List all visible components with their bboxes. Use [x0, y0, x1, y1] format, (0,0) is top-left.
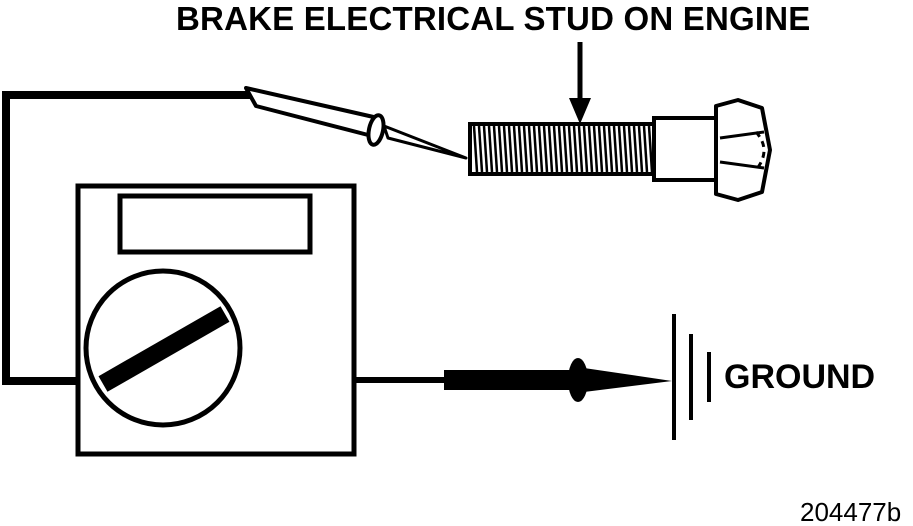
stud-thread [632, 125, 639, 173]
stud-thread [577, 125, 584, 173]
stud-thread [502, 125, 509, 173]
stud-thread [547, 125, 554, 173]
stud-thread [507, 125, 514, 173]
stud-thread [532, 125, 539, 173]
meter-display [117, 193, 313, 255]
figure-number: 204477b [800, 497, 902, 526]
stud-thread [522, 125, 529, 173]
stud-thread [492, 125, 499, 173]
stud-thread [622, 125, 629, 173]
stud-thread [587, 125, 594, 173]
stud-thread [517, 125, 524, 173]
stud-thread [472, 125, 479, 173]
ground-lead [354, 358, 672, 402]
stud-thread [627, 125, 634, 173]
stud-thread [637, 125, 644, 173]
stud-thread [582, 125, 589, 173]
stud-label: BRAKE ELECTRICAL STUD ON ENGINE [176, 0, 811, 37]
stud-thread [612, 125, 619, 173]
stud-thread [607, 125, 614, 173]
multimeter [75, 183, 357, 457]
stud-thread [642, 125, 649, 173]
ground-label: GROUND [724, 358, 876, 396]
stud-thread [487, 125, 494, 173]
stud-thread [552, 125, 559, 173]
stud-thread [557, 125, 564, 173]
stud-thread [512, 125, 519, 173]
test-probe [244, 86, 468, 160]
stud-thread [592, 125, 599, 173]
stud-thread [647, 125, 654, 173]
dial-pointer [98, 306, 230, 392]
stud-thread [567, 125, 574, 173]
stud-thread [572, 125, 579, 173]
stud-thread [597, 125, 604, 173]
stud-thread [482, 125, 489, 173]
stud-thread [617, 125, 624, 173]
stud-thread [527, 125, 534, 173]
stud-thread [477, 125, 484, 173]
stud-thread [537, 125, 544, 173]
stud-thread [542, 125, 549, 173]
brake-stud [468, 98, 772, 202]
stud-thread [497, 125, 504, 173]
stud-thread [602, 125, 609, 173]
ground-symbol [672, 314, 711, 440]
pointer-arrow [569, 42, 591, 124]
probe-wire [2, 91, 250, 385]
stud-thread [562, 125, 569, 173]
